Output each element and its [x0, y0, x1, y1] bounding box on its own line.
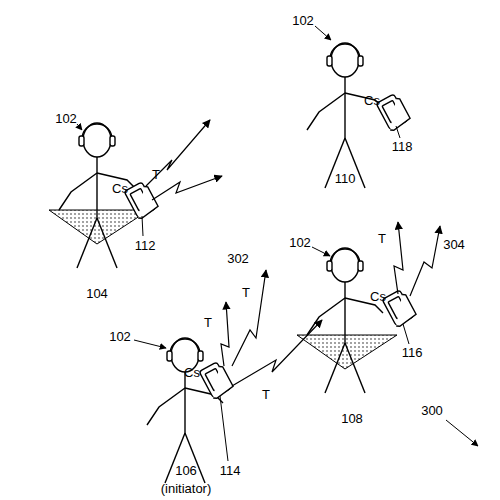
signal-label: T — [261, 387, 271, 402]
signal-label: T — [241, 285, 251, 300]
callout-number: 302 — [226, 251, 250, 266]
callout-number: 116 — [401, 345, 424, 360]
callout-number: 114 — [219, 463, 242, 478]
callout-number: 102 — [291, 13, 315, 28]
callout-number: 118 — [391, 139, 414, 154]
callout-number: 300 — [420, 403, 444, 418]
callout-number: 102 — [108, 329, 132, 344]
callout-number: 304 — [442, 237, 466, 252]
callout-number: Cs — [111, 181, 129, 196]
callout-number: Cs — [183, 365, 201, 380]
callout-number: 102 — [288, 235, 312, 250]
callout-number: (initiator) — [160, 481, 213, 496]
signal-label: T — [377, 231, 387, 246]
callout-number: 102 — [54, 111, 78, 126]
signal-label: T — [151, 167, 161, 182]
callout-number: 108 — [340, 411, 364, 426]
callout-number: 112 — [134, 238, 157, 253]
callout-number: Cs — [363, 93, 381, 108]
callout-number: 104 — [85, 286, 109, 301]
callout-number: 110 — [334, 171, 357, 186]
signal-label: T — [203, 315, 213, 330]
callout-number: Cs — [369, 289, 387, 304]
callout-number: 106 — [174, 463, 198, 478]
